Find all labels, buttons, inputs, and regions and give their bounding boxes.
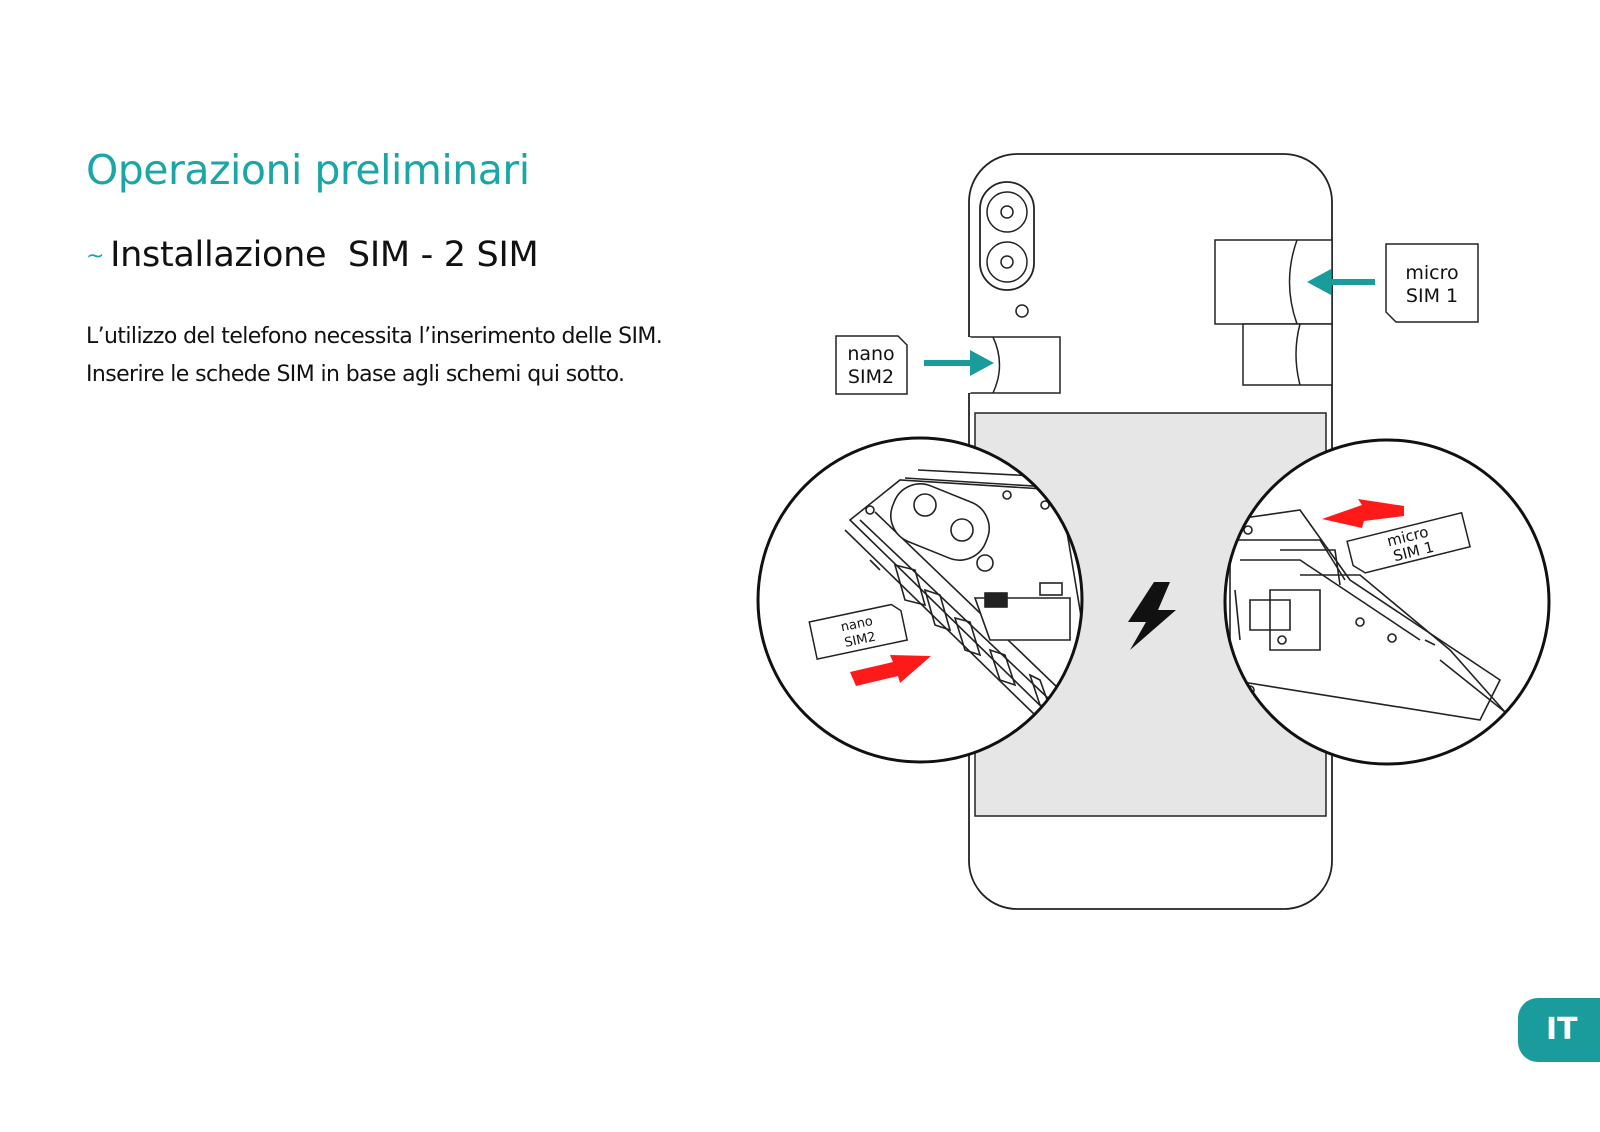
insert-arrow-icon (1322, 499, 1404, 528)
micro-sim-detail: micro SIM 1 (1223, 438, 1551, 766)
insert-arrow-icon (1307, 269, 1375, 295)
lightning-bolt-icon (1128, 582, 1176, 650)
micro-label-line-2: SIM 1 (1406, 285, 1458, 307)
nano-sim-detail: nano SIM2 (756, 436, 1084, 764)
page-title: Operazioni preliminari (86, 146, 530, 194)
nano-card-line-1: nano (839, 614, 874, 635)
nano-label-line-2: SIM2 (848, 366, 894, 388)
heading-marker: ~ (86, 243, 105, 269)
micro-sim-label: micro SIM 1 (1385, 243, 1479, 323)
instructions-line-2: Inserire le schede SIM in base agli sche… (86, 362, 625, 387)
insert-arrow-icon (850, 655, 931, 686)
language-tab: IT (1518, 998, 1600, 1062)
section-heading: ~Installazione SIM - 2 SIM (86, 235, 539, 275)
flash-icon (1015, 304, 1029, 318)
micro-label-line-1: micro (1405, 262, 1458, 284)
nano-sim-label: nano SIM2 (835, 335, 908, 395)
insert-arrow-icon (924, 350, 994, 376)
section-heading-text: Installazione SIM - 2 SIM (110, 235, 539, 275)
instructions-paragraph: L’utilizzo del telefono necessita l’inse… (86, 318, 663, 394)
instructions-line-1: L’utilizzo del telefono necessita l’inse… (86, 324, 663, 349)
nano-card-line-2: SIM2 (843, 630, 877, 651)
camera-lens-icon (979, 181, 1035, 291)
nano-label-line-1: nano (847, 343, 894, 365)
